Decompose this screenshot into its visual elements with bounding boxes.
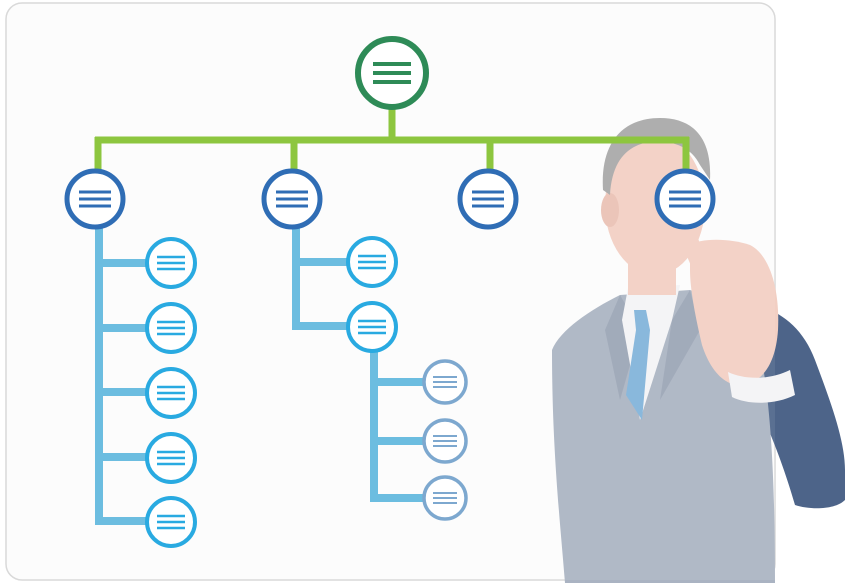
level2-node-a4[interactable] xyxy=(145,432,197,484)
list-icon xyxy=(669,190,701,208)
list-icon xyxy=(433,376,457,388)
list-icon xyxy=(276,190,308,208)
list-icon xyxy=(433,492,457,504)
businessman-ear xyxy=(601,193,619,227)
level2-node-a5[interactable] xyxy=(145,496,197,548)
level3-node-b2-3[interactable] xyxy=(422,475,468,521)
list-icon xyxy=(157,320,185,336)
level3-node-b2-2[interactable] xyxy=(422,418,468,464)
level2-node-a3[interactable] xyxy=(145,367,197,419)
businessman-lapel-right xyxy=(660,290,700,400)
level1-node-a[interactable] xyxy=(64,168,126,230)
businessman-finger xyxy=(678,219,706,268)
list-icon xyxy=(373,62,411,84)
list-icon xyxy=(79,190,111,208)
list-icon xyxy=(157,450,185,466)
list-icon xyxy=(358,254,386,270)
branch-b2-connectors xyxy=(370,352,424,502)
level2-node-a2[interactable] xyxy=(145,302,197,354)
list-icon xyxy=(472,190,504,208)
list-icon xyxy=(157,514,185,530)
level3-node-b2-1[interactable] xyxy=(422,359,468,405)
level1-node-c[interactable] xyxy=(457,168,519,230)
branch-b-connectors xyxy=(292,228,347,330)
list-icon xyxy=(433,435,457,447)
level1-node-b[interactable] xyxy=(261,168,323,230)
businessman-hand xyxy=(690,239,779,386)
level1-node-d[interactable] xyxy=(654,168,716,230)
list-icon xyxy=(157,255,185,271)
list-icon xyxy=(157,385,185,401)
level2-node-a1[interactable] xyxy=(145,237,197,289)
list-icon xyxy=(358,319,386,335)
level2-node-b2[interactable] xyxy=(346,301,398,353)
root-connectors xyxy=(94,108,690,170)
branch-a-connectors xyxy=(95,228,146,525)
businessman-cuff xyxy=(728,370,795,403)
businessman-tie xyxy=(626,310,650,420)
level2-node-b1[interactable] xyxy=(346,236,398,288)
root-node[interactable] xyxy=(355,36,429,110)
